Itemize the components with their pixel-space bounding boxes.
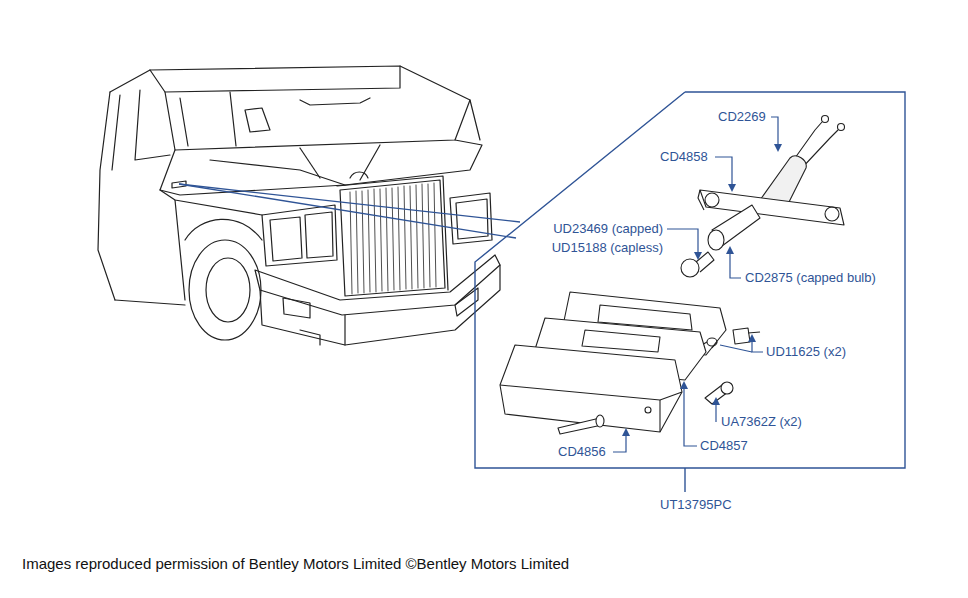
part-number: CD4858 [659,149,709,164]
part-number: CD2875 (capped bulb) [744,270,877,285]
part-number: UT13795PC [659,497,733,512]
part-number: UD15188 (capless) [551,240,664,255]
part-number: UA7362Z (x2) [720,414,803,429]
car-drawing [98,66,500,345]
part-number: UD11625 (x2) [765,344,847,359]
part-number: CD4856 [557,444,607,459]
part-number: CD4857 [699,438,749,453]
copyright-caption: Images reproduced permission of Bentley … [22,555,569,573]
part-number: CD2269 [717,109,767,124]
part-number: UD23469 (capped) [552,221,664,236]
